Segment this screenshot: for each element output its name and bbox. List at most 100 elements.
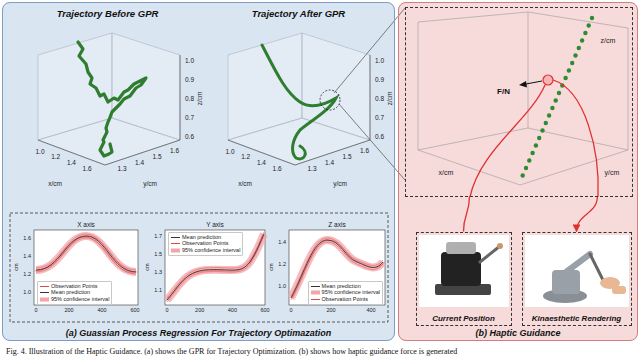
legend-entry: Mean prediction [311, 283, 380, 290]
picture-ground [525, 235, 629, 307]
tick-label: 200 [325, 307, 336, 313]
node-text: Trajectory After GPR [252, 8, 345, 19]
picture-ground [419, 235, 509, 307]
zoom-line [339, 104, 405, 180]
legend-swatch [171, 248, 180, 252]
legend-entry: 95% confidence interval [311, 290, 380, 297]
tick-label: 1.6 [82, 165, 93, 172]
legend-sample [40, 297, 49, 302]
plot-axes [34, 230, 138, 305]
tick-label: 1.0 [374, 57, 385, 64]
legend-sample [40, 284, 49, 289]
tick-label: x/cm [438, 169, 455, 176]
tick-label: 1.6 [22, 235, 32, 241]
panel-ground [2, 2, 395, 341]
legend-entry: Observation Points [171, 241, 240, 248]
device-box: Kinaesthetic Rendering [522, 232, 632, 326]
tick-label: 1.2 [22, 271, 32, 277]
axis-line [38, 55, 180, 165]
tick-label: 0.8 [184, 95, 195, 102]
tick-label: 1.0 [277, 283, 287, 289]
panel-ground [398, 2, 638, 341]
legend-entry: 95% confidence interval [40, 296, 109, 303]
tick-label: 0.6 [374, 133, 385, 140]
tick-label: 1.4 [256, 159, 267, 166]
axis-line [228, 55, 370, 165]
legend-text: Mean prediction [182, 235, 221, 241]
tick-label: 0 [164, 307, 169, 313]
legend-sample [171, 248, 180, 253]
haptic-device [435, 242, 503, 295]
tick-label: 600 [129, 307, 140, 313]
axis-title: cm [268, 262, 274, 271]
legend-swatch [311, 291, 320, 295]
tick-label: 1.5 [153, 251, 163, 257]
tick-label: 1.6 [359, 147, 370, 154]
tick-label: 1.4 [134, 159, 145, 166]
gp-curve [166, 232, 264, 302]
tick-label: 1.0 [184, 57, 195, 64]
guidance-connector [577, 197, 598, 232]
axis-title: cm [144, 262, 150, 271]
tick-label: x/cm [237, 180, 253, 187]
tick-label: 1.4 [277, 239, 287, 245]
tick-label: 1.3 [306, 165, 317, 172]
tick-label: y/cm [332, 180, 348, 187]
tick-label: 1.3 [153, 269, 163, 275]
plot-legend: Mean prediction95% confidence intervalOb… [308, 281, 383, 305]
legend-line [311, 286, 320, 287]
tick-label: 0.7 [184, 114, 195, 121]
tick-label: 400 [227, 307, 238, 313]
node-text: Trajectory Before GPR [57, 8, 159, 19]
dashed-frame [10, 213, 388, 322]
tick-label: 600 [260, 307, 271, 313]
node-text: Kinaesthetic Rendering [532, 314, 621, 323]
legend-line [311, 299, 320, 300]
legend-line [171, 237, 180, 238]
tick-label: 1.0 [224, 148, 235, 155]
legend-text: Mean prediction [51, 290, 90, 296]
tick-label: 1.4 [22, 253, 32, 259]
tick-label: Z axis [327, 221, 346, 228]
legend-entry: Mean prediction [40, 290, 109, 297]
tick-label: 1.0 [34, 148, 45, 155]
tick-label: 400 [96, 307, 107, 313]
smoothed-trajectory [262, 45, 336, 159]
legend-swatch [40, 297, 49, 301]
tick-label: 1.4 [66, 159, 77, 166]
tick-label: y/cm [142, 180, 158, 187]
plot-panel: Trajectory After GPR [208, 6, 390, 204]
plot-legend: Mean predictionObservation Points95% con… [168, 232, 243, 256]
guidance-line [470, 85, 545, 197]
tick-label: 400 [365, 307, 376, 313]
trajectory-point [521, 16, 595, 178]
node-text: (b) Haptic Guidance [475, 328, 560, 338]
zoom-circle [320, 90, 340, 110]
plot-legend: Observation PointsMean prediction95% con… [37, 281, 112, 305]
force-arrow [525, 81, 542, 84]
legend-line [40, 286, 49, 287]
tick-label: 0.9 [374, 76, 385, 83]
legend-text: 95% confidence interval [182, 248, 240, 254]
tick-label: 1.7 [153, 233, 163, 239]
legend-sample [171, 235, 180, 240]
tick-label: 0.7 [374, 114, 385, 121]
current-point [543, 75, 553, 85]
tick-label: 1.1 [153, 287, 163, 293]
tick-label: 1.0 [22, 289, 32, 295]
tick-label: 1.2 [277, 261, 287, 267]
legend-text: Observation Points [182, 241, 228, 247]
tick-label: x/cm [47, 180, 63, 187]
gp-curve [291, 238, 385, 300]
legend-line [40, 292, 49, 293]
device-box: Current Position [416, 232, 512, 326]
legend-entry: 95% confidence interval [171, 247, 240, 254]
node-text: (a) Guassian Process Regression For Traj… [66, 328, 331, 338]
guidance-line [553, 80, 598, 197]
legend-text: 95% confidence interval [51, 297, 109, 303]
axis-title: z/cm [196, 90, 203, 106]
tick-label: 1.5 [151, 153, 162, 160]
raw-trajectory [78, 42, 146, 156]
tick-label: 200 [63, 307, 74, 313]
